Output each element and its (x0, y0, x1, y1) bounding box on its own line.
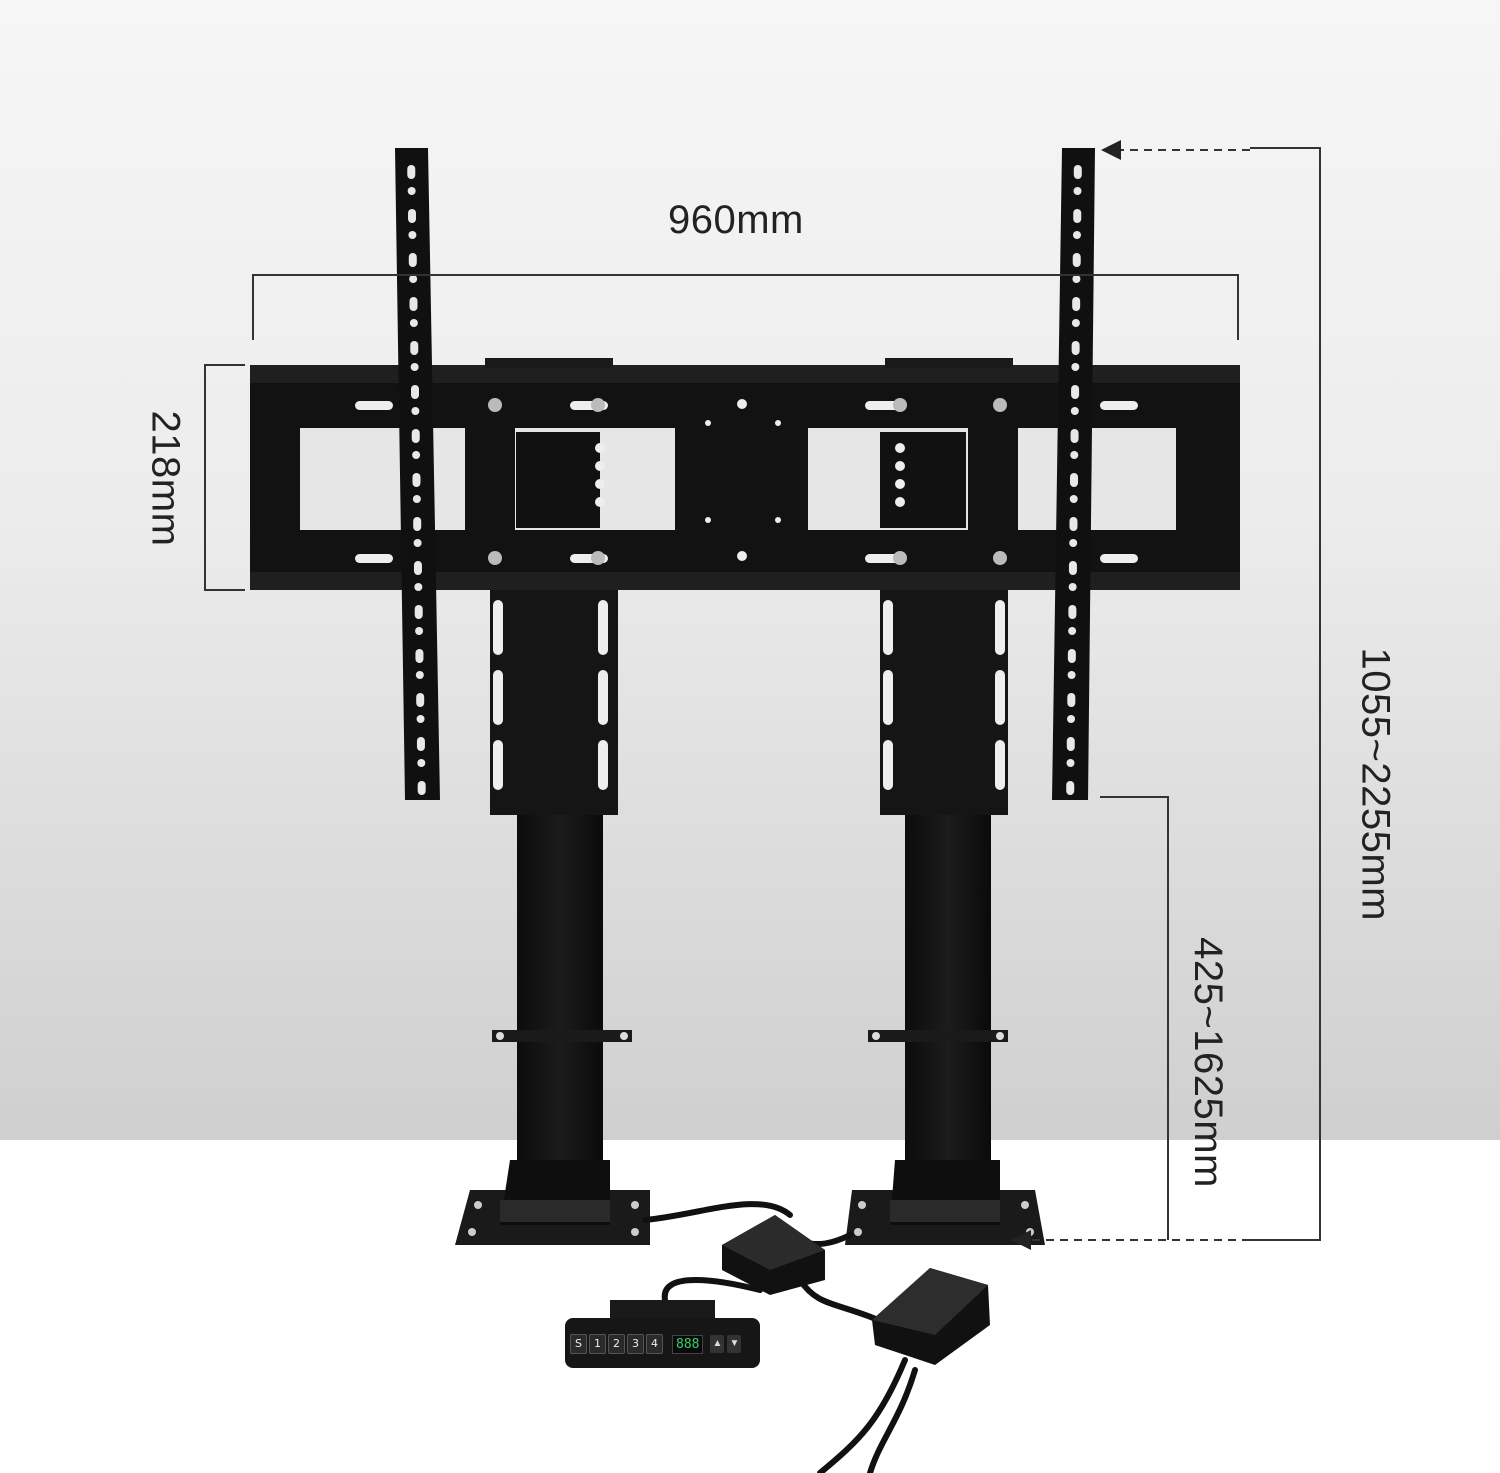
arm-hole (1069, 517, 1078, 531)
arm-hole (417, 781, 426, 795)
arm-hole (1070, 451, 1079, 459)
arm-hole (413, 539, 422, 547)
arm-hole (1070, 473, 1079, 487)
arm-hole (1073, 165, 1082, 179)
arm-hole (1070, 429, 1079, 443)
arm-hole (409, 275, 418, 283)
arm-hole (413, 561, 422, 575)
arm-hole (1067, 671, 1076, 679)
left-lift-column (490, 590, 632, 1185)
plate-height-label: 218mm (143, 410, 188, 547)
arm-hole (1072, 275, 1081, 283)
handset-key-s[interactable]: S (570, 1334, 587, 1354)
control-box-2 (872, 1268, 990, 1365)
arm-hole (415, 671, 424, 679)
arm-hole (1067, 649, 1076, 663)
arm-hole (1073, 187, 1082, 195)
right-lift-column (868, 590, 1008, 1185)
total-height-dimension-line (1011, 140, 1321, 1250)
arm-hole (1068, 627, 1077, 635)
width-label: 960mm (668, 198, 804, 242)
total-height-label: 1055~2255mm (1353, 647, 1398, 921)
arm-hole (1071, 385, 1080, 399)
handset-key-1[interactable]: 1 (589, 1334, 606, 1354)
arm-hole (1068, 605, 1077, 619)
arm-hole (1067, 715, 1076, 723)
vesa-arm-holes (407, 165, 1082, 795)
arm-hole (407, 187, 416, 195)
arm-hole (1068, 561, 1077, 575)
left-base-plate (455, 1160, 650, 1245)
arm-hole (409, 319, 418, 327)
arm-hole (411, 407, 420, 415)
arm-hole (408, 231, 417, 239)
arm-hole (416, 715, 425, 723)
arm-hole (1071, 363, 1080, 371)
arm-hole (1068, 583, 1077, 591)
arm-hole (410, 363, 419, 371)
arm-hole (1071, 319, 1080, 327)
arm-hole (1069, 495, 1078, 503)
arm-hole (415, 649, 424, 663)
arm-hole (410, 385, 419, 399)
handset-key-3[interactable]: 3 (627, 1334, 644, 1354)
arm-hole (1072, 253, 1081, 267)
down-arrow-button[interactable]: ▼ (727, 1335, 742, 1353)
floor (0, 1140, 1500, 1473)
handset-bracket (610, 1300, 715, 1320)
arm-hole (1067, 693, 1076, 707)
column-height-label: 425~1625mm (1186, 937, 1230, 1188)
handset-key-2[interactable]: 2 (608, 1334, 625, 1354)
arm-hole (416, 693, 425, 707)
handset-display: 888 (672, 1334, 704, 1354)
arm-hole (1071, 341, 1080, 355)
arm-hole (1072, 231, 1081, 239)
column-height-dimension-line (1100, 796, 1169, 1240)
arm-hole (1066, 781, 1075, 795)
arm-hole (413, 517, 422, 531)
arm-hole (414, 605, 423, 619)
plate-height-dimension-line (204, 364, 245, 591)
arm-hole (410, 341, 419, 355)
right-base-plate (845, 1160, 1045, 1245)
handset-key-4[interactable]: 4 (646, 1334, 663, 1354)
up-arrow-button[interactable]: ▲ (710, 1335, 725, 1353)
arm-hole (1072, 297, 1081, 311)
arm-hole (1070, 407, 1079, 415)
arm-hole (408, 253, 417, 267)
arm-hole (411, 429, 420, 443)
arm-hole (1066, 737, 1075, 751)
arm-hole (1073, 209, 1082, 223)
arm-hole (409, 297, 418, 311)
width-dimension-line (252, 274, 1239, 340)
arm-hole (415, 627, 424, 635)
arm-hole (1066, 759, 1075, 767)
arm-hole (412, 473, 421, 487)
arm-hole (412, 495, 421, 503)
arm-hole (412, 451, 421, 459)
arm-hole (416, 737, 425, 751)
arm-hole (1069, 539, 1078, 547)
arm-hole (414, 583, 423, 591)
arm-hole (407, 165, 416, 179)
arm-hole (417, 759, 426, 767)
control-box-1 (722, 1215, 825, 1295)
arm-hole (408, 209, 417, 223)
